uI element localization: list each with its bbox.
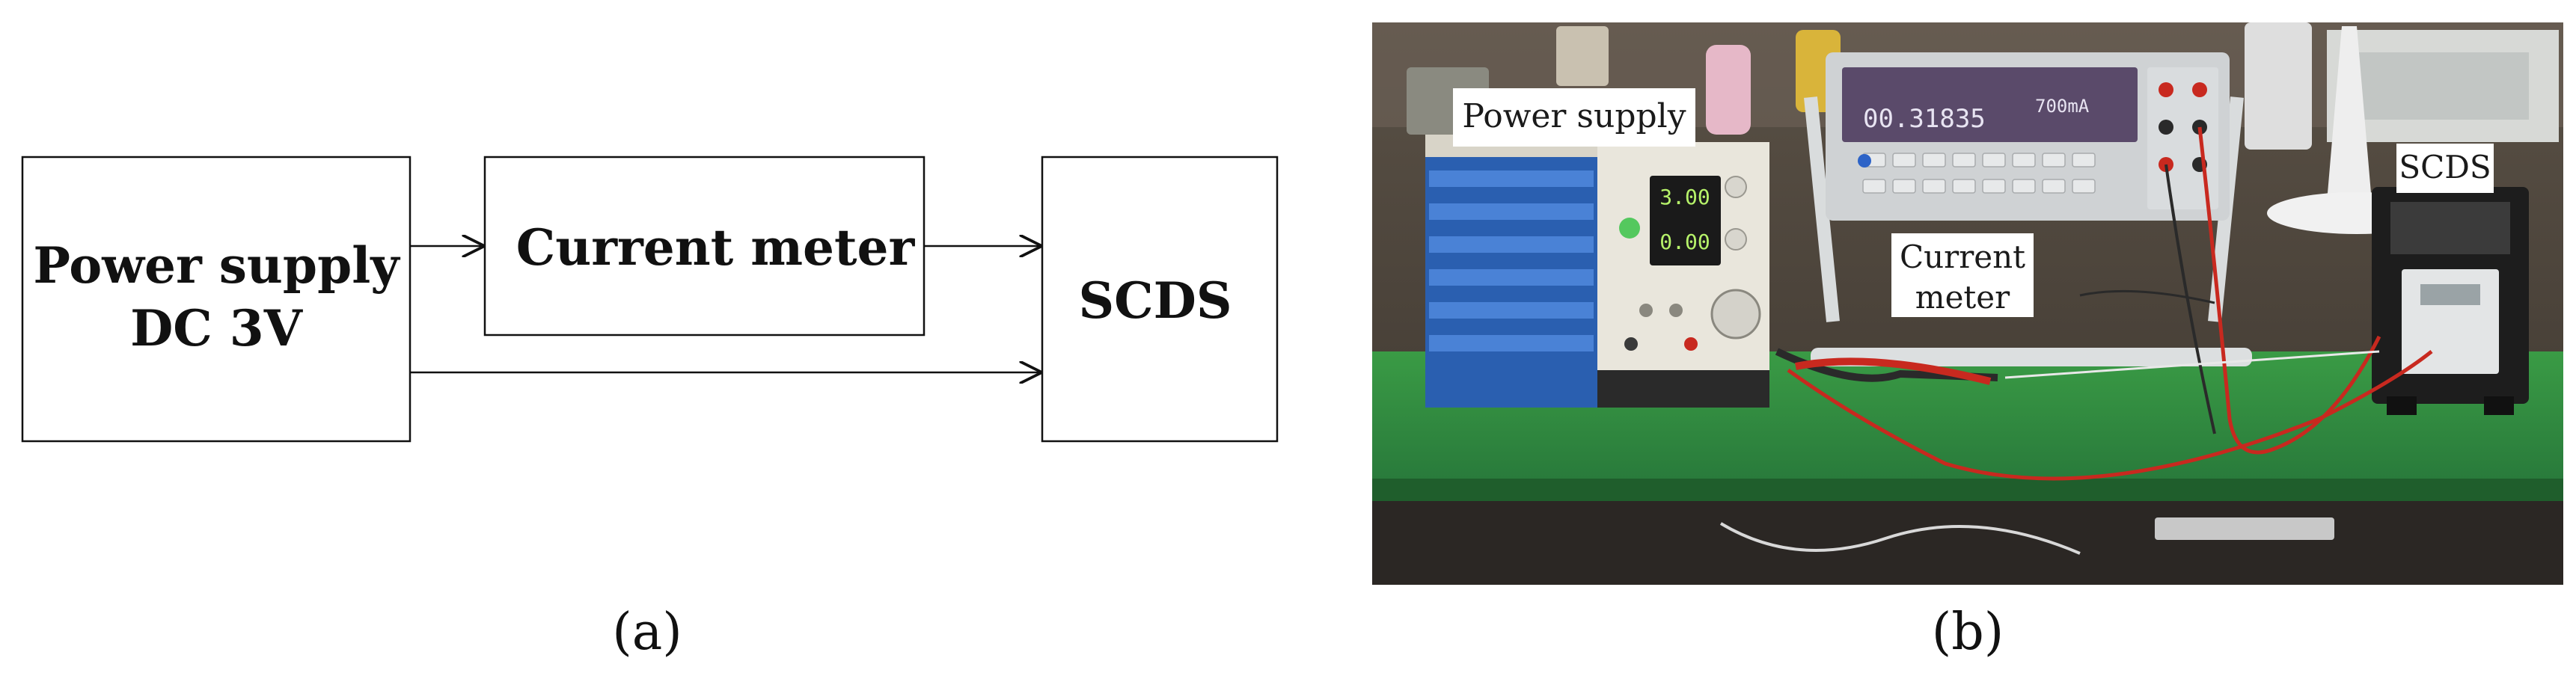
psu-knob bbox=[1710, 289, 1761, 340]
block-diagram: Power supply DC 3V Current meter SCDS bbox=[21, 156, 1279, 443]
meter-display-unit: 700mA bbox=[2035, 96, 2090, 117]
psu-voltage-readout: 3.00 bbox=[1659, 185, 1710, 209]
svg-text:SCDS: SCDS bbox=[2399, 149, 2491, 185]
photo-label-power-supply: Power supply bbox=[1453, 88, 1695, 147]
caption-b: (b) bbox=[1932, 603, 2004, 662]
caption-a: (a) bbox=[612, 603, 682, 662]
power-supply-voltage-label: DC 3V bbox=[130, 299, 304, 357]
photo-label-current-meter: Current meter bbox=[1891, 233, 2034, 317]
multimeter-unit: 00.31835 700mA bbox=[1804, 52, 2252, 366]
psu-output-button bbox=[1619, 218, 1640, 239]
scds-device bbox=[2372, 187, 2529, 415]
scds-block: SCDS bbox=[1041, 156, 1279, 443]
psu-current-readout: 0.00 bbox=[1659, 230, 1710, 254]
power-supply-block: Power supply DC 3V bbox=[21, 156, 412, 443]
power-supply-unit: 3.00 0.00 bbox=[1425, 135, 1769, 408]
setup-photo: 3.00 0.00 00.31835 700mA bbox=[1372, 22, 2563, 585]
current-meter-label: Current meter bbox=[516, 218, 916, 277]
photo-label-scds: SCDS bbox=[2396, 144, 2494, 193]
svg-text:Current: Current bbox=[1900, 239, 2025, 275]
power-supply-label: Power supply bbox=[33, 236, 400, 295]
svg-text:Power supply: Power supply bbox=[1462, 97, 1686, 135]
scds-label: SCDS bbox=[1078, 271, 1232, 330]
meter-display-value: 00.31835 bbox=[1863, 104, 1986, 134]
svg-text:meter: meter bbox=[1915, 279, 2010, 316]
current-meter-block: Current meter bbox=[483, 156, 926, 337]
